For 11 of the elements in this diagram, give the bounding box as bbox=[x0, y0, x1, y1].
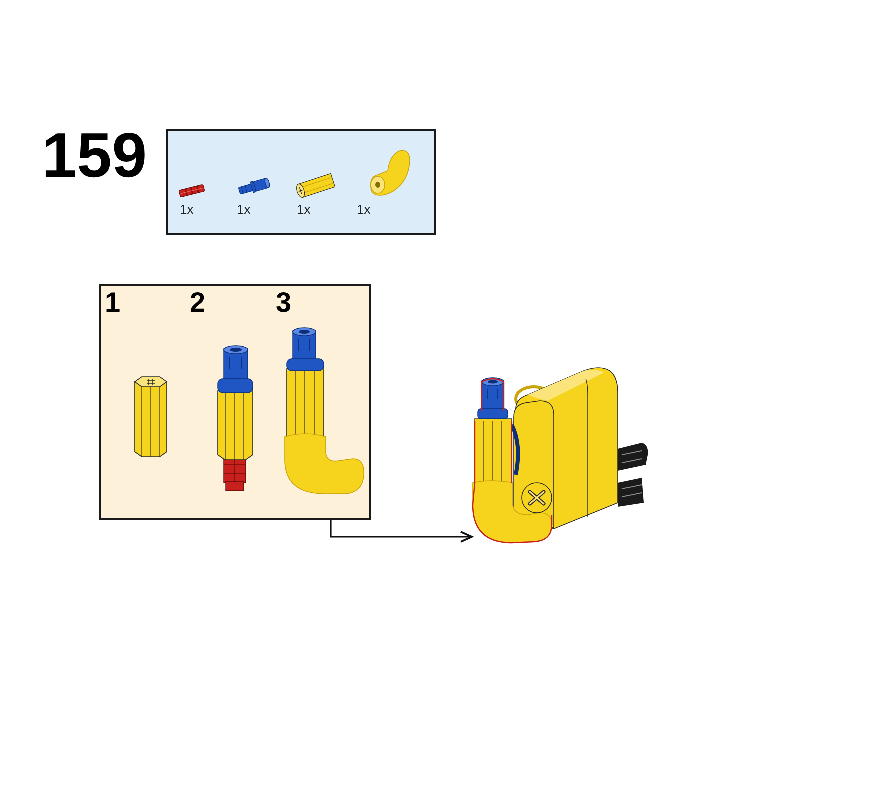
step-number: 159 bbox=[42, 125, 148, 188]
sub-assembly-panel bbox=[99, 284, 371, 520]
substep-number: 2 bbox=[190, 289, 206, 317]
substep-number: 3 bbox=[276, 289, 292, 317]
substep-number: 1 bbox=[105, 289, 121, 317]
quantity-label: 1x bbox=[357, 203, 371, 216]
arrow bbox=[330, 520, 473, 543]
quantity-label: 1x bbox=[237, 203, 251, 216]
quantity-label: 1x bbox=[180, 203, 194, 216]
parts-list-panel bbox=[166, 129, 436, 235]
quantity-label: 1x bbox=[297, 203, 311, 216]
